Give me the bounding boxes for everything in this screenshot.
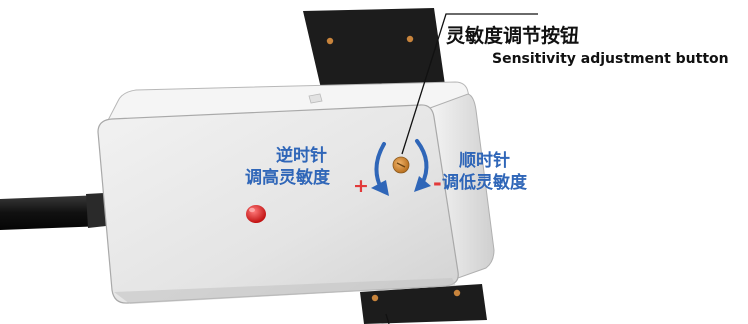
callout-leader-line xyxy=(401,13,538,155)
callout-title-en: Sensitivity adjustment button xyxy=(492,51,729,67)
indicator-led xyxy=(246,205,266,223)
increase-sensitivity-label: 调高灵敏度 xyxy=(245,168,330,188)
sensor-housing xyxy=(97,81,495,304)
callout-title-zh: 灵敏度调节按钮 xyxy=(446,25,580,47)
sensitivity-knob[interactable] xyxy=(392,156,410,174)
mounting-bracket xyxy=(303,8,487,324)
cable xyxy=(0,193,106,230)
plus-sign: + xyxy=(353,175,369,197)
bracket-leader-line xyxy=(385,313,390,324)
counterclockwise-label: 逆时针 xyxy=(276,146,327,166)
rotation-arrows xyxy=(371,139,431,196)
minus-sign: - xyxy=(433,171,442,195)
clockwise-arrowhead xyxy=(414,176,431,192)
clockwise-label: 顺时针 xyxy=(459,151,510,171)
decrease-sensitivity-label: 调低灵敏度 xyxy=(442,173,527,193)
counterclockwise-arrowhead xyxy=(371,180,389,196)
